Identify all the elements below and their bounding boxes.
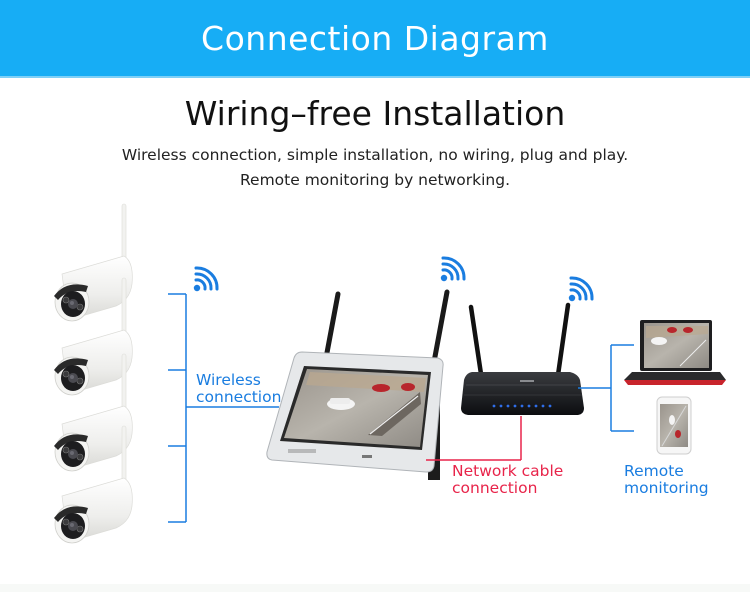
remote-monitoring-label: Remote monitoring — [624, 463, 709, 497]
banner-title: Connection Diagram — [201, 18, 549, 58]
wifi-icon — [439, 256, 466, 283]
banner-divider — [0, 76, 750, 78]
camera-1 — [53, 203, 133, 322]
remote-label-line2: monitoring — [624, 479, 709, 497]
router — [461, 302, 584, 415]
wireless-connection-lines — [168, 293, 279, 523]
network-cable-label: Network cable connection — [452, 463, 563, 497]
header-banner: Connection Diagram — [0, 0, 750, 76]
network-cable-line — [426, 416, 522, 461]
wifi-icon — [192, 266, 219, 293]
wireless-connection-label: Wireless connection — [196, 372, 281, 406]
wireless-label-line2: connection — [196, 388, 282, 406]
page-heading: Wiring–free Installation — [184, 94, 566, 133]
remote-label-line1: Remote — [624, 462, 684, 480]
laptop — [624, 320, 726, 385]
nvr-monitor — [266, 289, 450, 480]
footer-strip — [0, 584, 750, 592]
smartphone — [656, 396, 692, 455]
subtitle-line-1: Wireless connection, simple installation… — [121, 146, 629, 164]
subtitle-line-2: Remote monitoring by networking. — [239, 171, 511, 189]
wireless-label-line1: Wireless — [196, 371, 261, 389]
network-label-line2: connection — [452, 479, 538, 497]
network-label-line1: Network cable — [452, 462, 564, 480]
remote-connection-lines — [578, 344, 634, 432]
wifi-icon — [567, 276, 594, 303]
